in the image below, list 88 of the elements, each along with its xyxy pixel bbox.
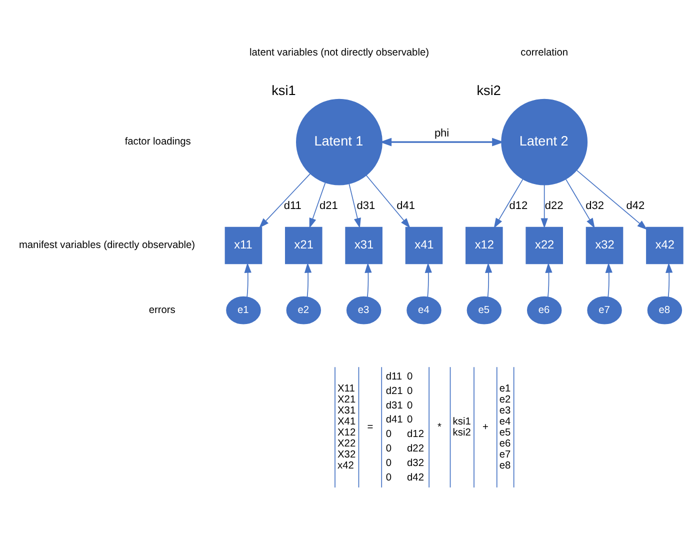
node-circle: Latent 2 — [501, 98, 588, 186]
label: factor loadings — [124, 136, 191, 148]
label: 0 — [386, 458, 392, 469]
node-label: ksi2 — [476, 82, 501, 98]
edge-label: d22 — [544, 200, 564, 212]
arrow — [348, 184, 361, 228]
label: e4 — [499, 416, 511, 428]
arrow — [545, 262, 552, 298]
arrow — [380, 138, 504, 146]
label: e1 — [499, 383, 511, 394]
arrow — [304, 262, 312, 298]
edge-label: d21 — [319, 200, 338, 212]
label: * — [438, 422, 442, 433]
label: d41 — [386, 414, 403, 426]
arrow — [605, 262, 612, 298]
edge-label: phi — [434, 127, 450, 140]
label: X21 — [338, 394, 356, 406]
label: e3 — [499, 405, 511, 416]
label: e8 — [499, 460, 511, 472]
label: = — [367, 422, 374, 433]
edge-label: d31 — [356, 200, 376, 212]
label: d32 — [407, 458, 424, 469]
node-box: x22 — [526, 226, 563, 264]
label: ksi1 — [452, 416, 471, 428]
node-ellipse: e7 — [587, 296, 622, 324]
label: e7 — [499, 449, 511, 460]
node-ellipse: e1 — [226, 296, 261, 324]
label: X32 — [338, 449, 356, 460]
arrow — [576, 170, 648, 230]
node-label: ksi1 — [272, 82, 296, 98]
edge-label: d41 — [396, 200, 415, 212]
label: X22 — [338, 438, 356, 450]
node-ellipse: e4 — [406, 296, 442, 324]
label: d22 — [407, 444, 424, 455]
arrow — [540, 184, 548, 228]
arrow — [258, 173, 311, 228]
edge-label: d42 — [626, 200, 645, 212]
label: X41 — [338, 416, 356, 428]
label: d11 — [386, 371, 402, 382]
node-circle: Latent 1 — [296, 98, 382, 186]
label: errors — [148, 304, 176, 316]
arrow — [666, 262, 673, 298]
label: 0 — [407, 414, 413, 426]
label: X11 — [338, 383, 355, 394]
label: e6 — [499, 438, 511, 450]
node-box: x31 — [345, 226, 382, 264]
label: d31 — [386, 400, 403, 412]
edge-label: d12 — [509, 200, 528, 212]
node-ellipse: e6 — [526, 296, 562, 324]
node-ellipse: e8 — [647, 296, 682, 324]
node-box: x42 — [646, 226, 684, 264]
edge-label: d11 — [284, 200, 302, 212]
arrow — [366, 174, 410, 228]
label: 0 — [407, 371, 413, 382]
node-ellipse: e3 — [346, 296, 382, 324]
label: 0 — [407, 386, 413, 397]
label: ksi2 — [452, 427, 471, 438]
label: x42 — [338, 460, 354, 472]
label: d21 — [386, 386, 403, 397]
label: d12 — [407, 429, 424, 440]
label: e5 — [499, 427, 511, 438]
arrow — [309, 182, 326, 228]
node-box: x32 — [586, 226, 624, 264]
label: e2 — [499, 394, 511, 406]
edge-label: d32 — [586, 200, 604, 212]
label: X12 — [338, 427, 356, 438]
arrow — [494, 178, 524, 228]
label: 0 — [407, 400, 413, 412]
node-ellipse: e5 — [466, 296, 502, 324]
node-box: x41 — [405, 226, 443, 264]
arrow — [364, 262, 372, 298]
arrow — [244, 262, 252, 298]
label: 0 — [386, 472, 392, 484]
label: correlation — [520, 47, 568, 58]
label: 0 — [386, 429, 392, 440]
node-box: x21 — [285, 226, 322, 264]
label: d42 — [407, 472, 424, 484]
node-ellipse: e2 — [286, 296, 322, 324]
label: latent variables (not directly observable) — [249, 47, 429, 58]
arrow — [424, 262, 432, 298]
label: 0 — [386, 444, 392, 455]
node-box: x12 — [466, 226, 503, 264]
label: + — [482, 422, 488, 433]
label: manifest variables (directly observable) — [18, 240, 196, 252]
node-box: x11 — [224, 226, 262, 264]
arrow — [485, 262, 492, 298]
arrow — [565, 178, 595, 228]
label: X31 — [338, 405, 356, 416]
